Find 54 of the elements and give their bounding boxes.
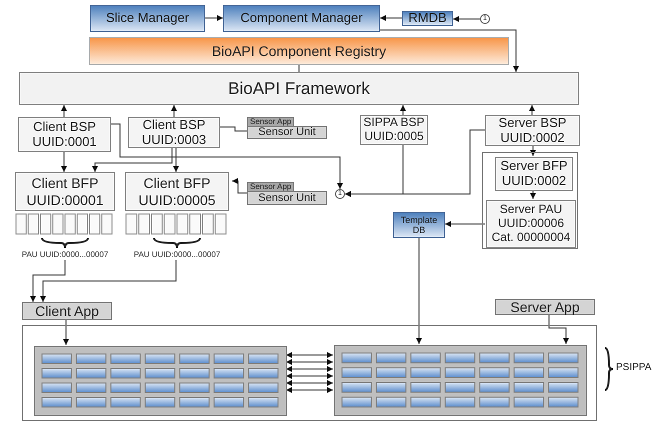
arrow bbox=[530, 146, 536, 156]
unit-label: Sensor Unit bbox=[247, 126, 327, 139]
arrow bbox=[452, 16, 480, 22]
app-tag: Sensor App bbox=[247, 182, 294, 192]
database-box: Template DB bbox=[393, 212, 445, 238]
arrow bbox=[286, 380, 334, 386]
arrow bbox=[380, 30, 519, 72]
panel bbox=[334, 345, 587, 416]
arrow bbox=[110, 124, 343, 190]
node-label: PAU UUID:0000...00007 bbox=[20, 250, 110, 259]
arrow bbox=[30, 260, 66, 302]
arrow bbox=[61, 104, 67, 118]
registry-bar: BioAPI Component Registry bbox=[89, 37, 509, 65]
arrow bbox=[40, 260, 176, 302]
app-label: Server App bbox=[495, 299, 595, 315]
arrow bbox=[548, 314, 569, 344]
app-tag: Sensor App bbox=[247, 117, 294, 127]
arrow bbox=[344, 130, 486, 197]
node-label: PAU UUID:0000...00007 bbox=[132, 250, 222, 259]
arrow bbox=[529, 104, 535, 116]
unit-label: Sensor Unit bbox=[247, 191, 327, 205]
arrow bbox=[530, 190, 536, 200]
framework-bar: BioAPI Framework bbox=[19, 72, 579, 105]
arrow bbox=[232, 178, 248, 194]
panel bbox=[34, 346, 287, 416]
bsp-box: Server BSP UUID:0002 bbox=[485, 115, 580, 146]
arrow bbox=[173, 148, 179, 172]
arrow bbox=[444, 221, 486, 227]
node-label: PSIPPA bbox=[616, 362, 652, 373]
pau-box: Server PAU UUID:00006 Cat. 00000004 bbox=[486, 200, 576, 248]
arrow bbox=[92, 148, 172, 172]
arrow bbox=[286, 387, 334, 393]
bsp-box: SIPPA BSP UUID:0005 bbox=[360, 115, 428, 145]
manager-box: Slice Manager bbox=[90, 5, 205, 32]
manager-box: Component Manager bbox=[223, 5, 380, 32]
bfp-box: Client BFP UUID:00001 bbox=[15, 172, 115, 211]
bsp-box: Client BSP UUID:0003 bbox=[128, 117, 220, 148]
group-frame bbox=[482, 152, 578, 249]
arrow bbox=[416, 238, 422, 344]
bsp-box: Client BSP UUID:0001 bbox=[18, 117, 111, 152]
arrow bbox=[380, 15, 402, 21]
arrow bbox=[286, 366, 334, 372]
arrow bbox=[204, 15, 224, 21]
arrow bbox=[286, 359, 334, 365]
bfp-box: Client BFP UUID:00005 bbox=[125, 172, 229, 211]
arrow bbox=[171, 104, 177, 118]
app-label: Client App bbox=[22, 302, 112, 320]
arrow bbox=[400, 104, 406, 116]
arrow bbox=[61, 152, 67, 172]
arrow bbox=[286, 352, 334, 358]
arrow bbox=[286, 373, 334, 379]
bfp-box: Server BFP UUID:0002 bbox=[495, 157, 573, 191]
arrow bbox=[63, 320, 69, 346]
database-box: RMDB bbox=[402, 11, 453, 26]
